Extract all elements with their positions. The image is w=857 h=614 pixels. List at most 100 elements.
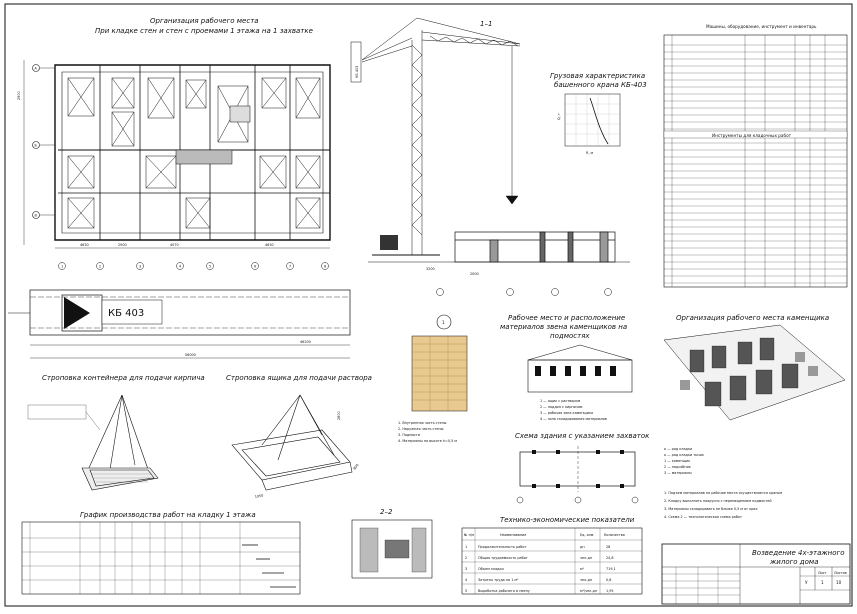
- sling-box: Строповка ящика для подачи раствора 800 …: [226, 374, 372, 499]
- title-sling-container: Строповка контейнера для подачи кирпича: [42, 374, 205, 382]
- gen-note-4: 4. Схема 2 — технологическая схема работ: [664, 515, 742, 519]
- tools-title: Инструменты для кладочных работ: [712, 133, 792, 138]
- cargo-chart: Грузовая характеристика башенного крана …: [550, 72, 647, 155]
- axis-7: 7: [289, 265, 291, 269]
- tep-cell: 3: [465, 567, 467, 571]
- floor-plan: Организация рабочего места При кладке ст…: [17, 17, 331, 270]
- gen-note-1: 1. Подъем материалов на рабочие места ос…: [664, 491, 783, 495]
- cargo-xlabel: R, м: [586, 151, 594, 155]
- crane-elevation: 1–1 КБ 403: [350, 17, 630, 296]
- tep-cell: 28: [606, 545, 610, 549]
- tep-h-num: № п/п: [464, 533, 474, 537]
- wall-note-3: 3. Подмости: [398, 433, 420, 437]
- mason-legend-2: о — ряд кладки тычок: [664, 453, 704, 457]
- wall-note-4: 4. Материалы на высоте h=0,5 м: [398, 439, 457, 443]
- dim-b2: 2900: [118, 243, 127, 247]
- cargo-title-2: башенного крана КБ-403: [554, 81, 647, 89]
- tep-cell: м³/чел-дн: [580, 589, 597, 593]
- gen-note-3: 3. Материалы складировать не ближе 0,5 м…: [664, 507, 757, 511]
- axis-3: 3: [139, 265, 141, 269]
- sling-container: Строповка контейнера для подачи кирпича: [27, 374, 205, 491]
- dim-overall: 46200: [300, 340, 311, 344]
- stamp-sheets-label: Листов: [834, 571, 847, 575]
- dim-track: 56000: [185, 353, 196, 357]
- tep-h-unit: Ед. изм.: [580, 533, 594, 537]
- mason-legend-3: 1 — каменщик: [664, 459, 690, 463]
- tep-cell: Затраты труда на 1 м³: [478, 578, 519, 582]
- cargo-ylabel: Q, т: [557, 113, 561, 120]
- stamp-title-1: Возведение 4х-этажного: [752, 549, 845, 557]
- stamp-sheet: 1: [821, 580, 824, 585]
- dim-b3: 4070: [170, 243, 179, 247]
- mason-legend-4: 2 — подсобник: [664, 465, 691, 469]
- stamp-title-2: жилого дома: [769, 558, 819, 566]
- axis-5: 5: [209, 265, 211, 269]
- scaffold-workplace: Рабочее место и расположение материалов …: [500, 314, 633, 421]
- axis-2: 2: [99, 265, 101, 269]
- gen-note-2: 2. Кладку выполнять поярусно с перемещен…: [664, 499, 772, 503]
- dim-b4: 4630: [265, 243, 274, 247]
- wall-detail: 1 1. Внутренняя часть стены 2. Наружная …: [398, 314, 468, 443]
- tep-title: Технико-экономические показатели: [500, 516, 635, 524]
- workplace-title-1: Рабочее место и расположение: [508, 314, 625, 322]
- legend-4: 4 — зона складирования материалов: [540, 417, 607, 421]
- axis-6: 6: [254, 265, 256, 269]
- workplace-title-2: материалов звена каменщиков на: [500, 323, 627, 331]
- tep-cell: 4: [465, 578, 467, 582]
- section-2-2: 2–2: [351, 508, 433, 579]
- cargo-title-1: Грузовая характеристика: [550, 72, 645, 80]
- mason-workplace: Организация рабочего места каменщика о —…: [663, 314, 846, 475]
- dim-height-5: 3200: [426, 267, 435, 271]
- title-org-floor-sub: При кладке стен и стен с проемами 1 этаж…: [95, 27, 313, 35]
- tep-cell: 0,8: [606, 578, 611, 582]
- stamp-sheet-label: Лист: [818, 571, 827, 575]
- zones-title: Схема здания с указанием захваток: [515, 432, 650, 440]
- tep-cell: 24,8: [606, 556, 614, 560]
- axis-8: 8: [324, 265, 326, 269]
- tep-h-name: Наименование: [500, 533, 526, 537]
- crane-tag: КБ 403: [355, 66, 359, 78]
- schedule-table: График производства работ на кладку 1 эт…: [21, 511, 301, 595]
- wall-note-2: 2. Наружная часть стены: [398, 427, 444, 431]
- box-dim-h1: 2800: [337, 411, 341, 420]
- legend-2: 2 — поддон с кирпичом: [540, 405, 583, 409]
- crane-label: КБ 403: [108, 308, 144, 319]
- tep-cell: м³: [580, 567, 585, 571]
- tep-cell: дн: [580, 545, 585, 549]
- mason-legend-1: о — ряд кладки: [664, 447, 692, 451]
- tep-cell: Общая трудоемкость работ: [478, 556, 528, 560]
- title-section-1-1: 1–1: [480, 20, 492, 28]
- tep-cell: 2: [465, 556, 467, 560]
- sheet-frame: [4, 3, 853, 607]
- title-block: Возведение 4х-этажного жилого дома Лист …: [661, 543, 851, 605]
- tep-cell: 5: [465, 589, 467, 593]
- axis-1: 1: [61, 265, 63, 269]
- box-dim-h3: 800: [353, 463, 360, 471]
- legend-1: 1 — ящик с раствором: [540, 399, 581, 403]
- title-schedule: График производства работ на кладку 1 эт…: [80, 511, 256, 519]
- tep-cell: Выработка рабочего в смену: [478, 589, 530, 593]
- materials-table: Машины, оборудование, инструмент и инвен…: [663, 24, 848, 288]
- stamp-sheets: 10: [836, 580, 842, 585]
- legend-3: 3 — рабочая зона каменщика: [540, 411, 593, 415]
- dim-b1: 4630: [80, 243, 89, 247]
- row-axis-b: Б: [35, 144, 38, 148]
- detail-callout: 1: [442, 320, 445, 325]
- tep-table: Технико-экономические показатели № п/п Н…: [461, 516, 643, 595]
- workplace-title-3: подмостях: [550, 332, 590, 340]
- dim-left: 2900: [17, 91, 21, 100]
- crane-track: КБ 403 46200 56000: [8, 289, 351, 359]
- mason-title: Организация рабочего места каменщика: [676, 314, 829, 322]
- tep-cell: чел-дн: [580, 578, 592, 582]
- title-org-floor: Организация рабочего места: [150, 17, 259, 25]
- materials-title: Машины, оборудование, инструмент и инвен…: [706, 24, 817, 29]
- tep-cell: 1,95: [606, 589, 614, 593]
- row-axis-c: В: [35, 214, 38, 218]
- tep-cell: 1: [465, 545, 467, 549]
- mason-legend-5: 3 — материалы: [664, 471, 692, 475]
- tep-cell: чел-дн: [580, 556, 592, 560]
- tep-cell: 719,1: [606, 567, 616, 571]
- axis-4: 4: [179, 265, 181, 269]
- wall-note-1: 1. Внутренняя часть стены: [398, 421, 447, 425]
